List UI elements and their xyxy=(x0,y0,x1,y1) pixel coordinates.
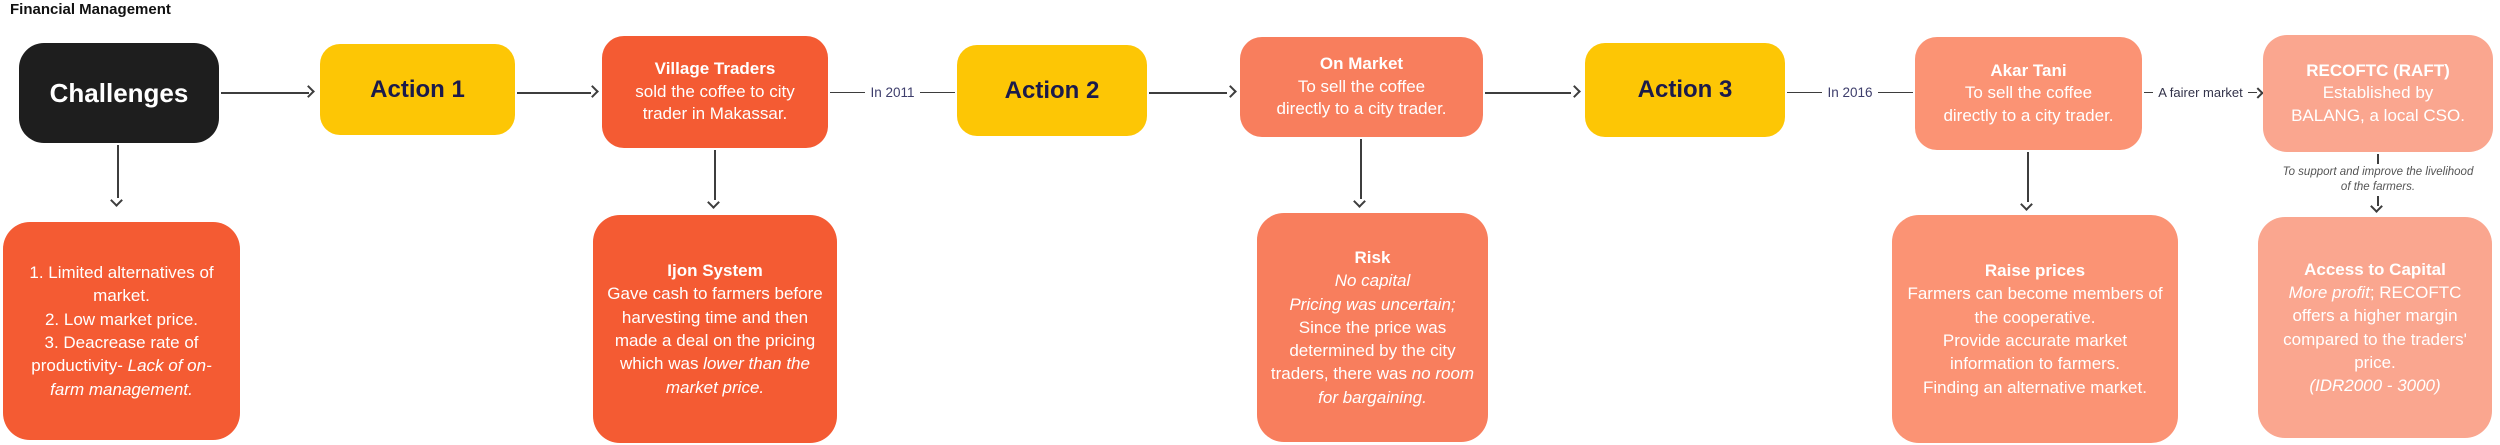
village-traders-line2: trader in Makassar. xyxy=(642,104,788,124)
recoftc-title: RECOFTC (RAFT) xyxy=(2306,60,2450,80)
connector-line xyxy=(2144,92,2154,93)
connector-line xyxy=(2247,92,2257,93)
connector-recoftc-note xyxy=(2377,154,2379,164)
recoftc-node: RECOFTC (RAFT) Established by BALANG, a … xyxy=(2263,35,2493,152)
arrow-right-icon xyxy=(1568,85,1581,98)
arrow-right-icon xyxy=(1224,85,1237,98)
arrow-down-icon xyxy=(2370,200,2383,213)
connector-akar-raise xyxy=(2027,152,2029,202)
akar-tani-line2: directly to a city trader. xyxy=(1943,105,2114,125)
risk-node: Risk No capital Pricing was uncertain; S… xyxy=(1257,213,1488,442)
fairer-market-label: A fairer market xyxy=(2158,85,2243,100)
recoftc-line2: BALANG, a local CSO. xyxy=(2291,105,2465,125)
risk-line2: Pricing was uncertain; xyxy=(1289,294,1456,314)
connector-onmarket-action3 xyxy=(1485,92,1571,94)
village-traders-title: Village Traders xyxy=(654,59,776,79)
recoftc-line1: Established by xyxy=(2322,83,2434,103)
access-capital-body: More profit; RECOFTC offers a higher mar… xyxy=(2271,281,2479,374)
arrow-down-icon xyxy=(2020,198,2033,211)
access-capital-lead-italic: More profit xyxy=(2288,282,2370,302)
connector-action3-akar: In 2016 xyxy=(1787,84,1914,101)
challenge-item-text: 3. Deacrease rate of productivity- xyxy=(31,333,199,376)
challenge-item: 2. Low market price. xyxy=(44,309,199,329)
risk-body-text: Since the price was determined by the ci… xyxy=(1270,317,1456,384)
action3-label: Action 3 xyxy=(1637,76,1733,103)
raise-prices-node: Raise prices Farmers can become members … xyxy=(1892,215,2178,443)
in-2016-label: In 2016 xyxy=(1827,85,1873,100)
challenge-item-italic: Lack of on-farm management. xyxy=(50,356,212,399)
challenges-detail-node: 1. Limited alternatives of market. 2. Lo… xyxy=(3,222,240,440)
ijon-system-node: Ijon System Gave cash to farmers before … xyxy=(593,215,837,443)
page-title: Financial Management xyxy=(10,1,171,18)
akar-tani-title: Akar Tani xyxy=(1990,60,2067,80)
akar-tani-line1: To sell the coffee xyxy=(1964,83,2093,103)
support-note: To support and improve the livelihood of… xyxy=(2256,165,2500,195)
raise-prices-line: Farmers can become members of the cooper… xyxy=(1907,284,2163,327)
raise-prices-title: Raise prices xyxy=(1984,261,2086,281)
on-market-line2: directly to a city trader. xyxy=(1276,99,1447,119)
support-note-line2: of the farmers. xyxy=(2340,180,2416,193)
action3-node: Action 3 xyxy=(1585,43,1785,137)
raise-prices-line: Finding an alternative market. xyxy=(1923,377,2147,397)
connector-line xyxy=(919,92,956,93)
action2-node: Action 2 xyxy=(957,45,1147,136)
ijon-body: Gave cash to farmers before harvesting t… xyxy=(606,282,824,398)
access-capital-body-text: ; RECOFTC offers a higher margin compare… xyxy=(2283,282,2467,372)
on-market-title: On Market xyxy=(1319,54,1404,74)
challenges-node: Challenges xyxy=(19,43,219,143)
action1-label: Action 1 xyxy=(370,75,465,103)
support-note-line1: To support and improve the livelihood xyxy=(2282,166,2474,178)
challenge-item: 1. Limited alternatives of market. xyxy=(29,263,214,306)
arrow-right-icon xyxy=(586,85,599,98)
arrow-right-icon xyxy=(2252,86,2264,99)
challenges-label: Challenges xyxy=(49,77,189,108)
arrow-right-icon xyxy=(302,85,315,98)
village-traders-line1: sold the coffee to city xyxy=(635,81,795,101)
connector-line xyxy=(1787,92,1823,93)
akar-tani-node: Akar Tani To sell the coffee directly to… xyxy=(1915,37,2142,150)
access-capital-tail-italic: (IDR2000 - 3000) xyxy=(2309,376,2441,396)
connector-village-action2: In 2011 xyxy=(830,84,956,101)
connector-village-ijon xyxy=(714,150,716,200)
connector-challenges-action1 xyxy=(221,92,309,94)
risk-body-italic: no room for bargaining. xyxy=(1318,364,1475,407)
action1-node: Action 1 xyxy=(320,44,515,135)
arrow-down-icon xyxy=(1353,195,1366,208)
connector-action2-onmarket xyxy=(1149,92,1227,94)
access-capital-node: Access to Capital More profit; RECOFTC o… xyxy=(2258,217,2492,438)
ijon-body-text: Gave cash to farmers before harvesting t… xyxy=(607,284,823,374)
access-capital-title: Access to Capital xyxy=(2304,259,2446,279)
risk-line1: No capital xyxy=(1334,271,1411,291)
in-2011-label: In 2011 xyxy=(870,85,915,100)
on-market-line1: To sell the coffee xyxy=(1297,76,1426,96)
connector-line xyxy=(830,92,866,93)
connector-line xyxy=(1877,92,1914,93)
arrow-down-icon xyxy=(707,196,720,209)
risk-body: Since the price was determined by the ci… xyxy=(1270,316,1475,409)
connector-akar-recoftc: A fairer market xyxy=(2144,84,2264,101)
connector-challenges-detail xyxy=(117,145,119,198)
arrow-down-icon xyxy=(110,194,123,207)
village-traders-node: Village Traders sold the coffee to city … xyxy=(602,36,828,148)
risk-title: Risk xyxy=(1354,248,1391,268)
connector-action1-village xyxy=(517,92,591,94)
raise-prices-line: Provide accurate market information to f… xyxy=(1942,331,2128,374)
challenge-item: 3. Deacrease rate of productivity- Lack … xyxy=(16,331,227,401)
connector-note-access xyxy=(2377,196,2379,206)
ijon-title: Ijon System xyxy=(667,261,763,281)
ijon-body-italic: lower than the market price. xyxy=(665,354,810,397)
action2-label: Action 2 xyxy=(1004,76,1100,104)
on-market-node: On Market To sell the coffee directly to… xyxy=(1240,37,1483,137)
connector-onmarket-risk xyxy=(1360,139,1362,199)
